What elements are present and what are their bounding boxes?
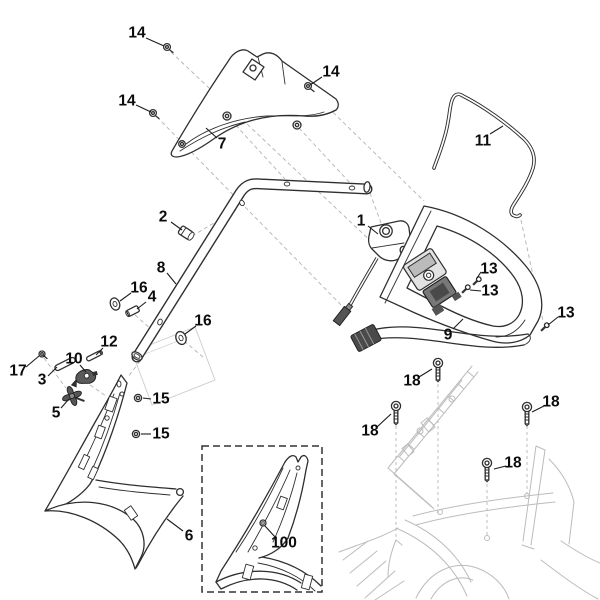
part-15-nut [131, 429, 141, 439]
part-14-screw [148, 108, 160, 120]
part-14-screw [303, 81, 315, 93]
callout-14-b: 14 [118, 93, 152, 113]
callout-label: 4 [148, 289, 157, 306]
callout-label: 18 [542, 394, 560, 411]
callout-label: 5 [52, 405, 61, 422]
callout-label: 16 [130, 280, 148, 297]
part-6-front-cover [44, 374, 185, 570]
callout-label: 9 [444, 327, 453, 344]
callout-100: 100 [264, 525, 297, 552]
callout-label: 17 [9, 363, 26, 380]
part-9-lower-handle [350, 205, 543, 352]
callout-label: 14 [118, 93, 136, 110]
callout-label: 18 [504, 455, 522, 472]
part-18-screw [432, 357, 444, 383]
part-8-handlebar-tube [131, 178, 373, 363]
callout-label: 2 [159, 209, 168, 226]
part-5-star-knob [62, 386, 85, 406]
callout-18-d: 18 [493, 455, 522, 472]
callout-16-a: 16 [119, 280, 148, 302]
part-13-screw [540, 322, 550, 332]
callouts: 14 14 14 7 11 2 1 8 [9, 25, 575, 552]
callout-label: 100 [271, 535, 297, 552]
callout-18-b: 18 [361, 413, 392, 440]
callout-13-b: 13 [469, 283, 499, 300]
callout-8: 8 [157, 260, 177, 285]
callout-label: 15 [152, 426, 170, 443]
part-7-console-cover [170, 49, 339, 158]
callout-10: 10 [65, 351, 87, 373]
callout-5: 5 [52, 398, 70, 422]
callout-3: 3 [38, 366, 58, 389]
part-18-screw [521, 401, 533, 427]
callout-label: 1 [357, 213, 366, 230]
callout-label: 18 [403, 373, 421, 390]
callout-18-a: 18 [403, 368, 433, 390]
callout-16-b: 16 [184, 313, 212, 335]
callout-9: 9 [444, 318, 464, 344]
callout-14-a: 14 [128, 25, 165, 47]
callout-label: 13 [481, 283, 499, 300]
callout-label: 7 [218, 136, 227, 153]
callout-11: 11 [475, 125, 504, 150]
callout-label: 16 [194, 313, 212, 330]
callout-label: 6 [185, 528, 194, 545]
latch-mechanism [402, 248, 462, 316]
callout-17: 17 [9, 355, 40, 380]
callout-label: 8 [157, 260, 166, 277]
callout-13-c: 13 [547, 305, 575, 326]
part-12-pin [85, 349, 104, 362]
callout-18-c: 18 [531, 394, 560, 413]
callout-label: 18 [361, 423, 379, 440]
part-17-screw [38, 350, 48, 360]
part-14-screw [162, 42, 174, 54]
part-15-nut [133, 393, 143, 403]
callout-label: 14 [322, 64, 340, 81]
part-100-cover-boxed [201, 445, 323, 593]
part-11-bail-wire [432, 92, 536, 219]
callout-15-a: 15 [142, 391, 170, 408]
part-2-bushing [177, 225, 195, 241]
callout-14-c: 14 [309, 64, 340, 86]
part-16-washer [175, 330, 187, 346]
part-18-screw [481, 457, 493, 483]
ghost-mower-assembly [338, 365, 600, 600]
callout-2: 2 [159, 209, 183, 231]
callout-label: 3 [38, 372, 47, 389]
part-13-screw [461, 284, 471, 294]
callout-7: 7 [205, 127, 227, 153]
kit-dashed-box [201, 445, 323, 593]
callout-4: 4 [136, 289, 157, 310]
part-4-sleeve [125, 305, 140, 318]
callout-label: 12 [100, 334, 117, 351]
callout-13-a: 13 [476, 261, 498, 279]
part-10-cam-lever [70, 369, 98, 388]
callout-label: 14 [128, 25, 146, 42]
callout-label: 11 [475, 133, 492, 150]
callout-label: 13 [557, 305, 575, 322]
part-18-screw [390, 400, 402, 426]
callout-15-b: 15 [141, 426, 170, 443]
callout-label: 15 [152, 391, 170, 408]
callout-6: 6 [166, 518, 194, 545]
callout-12: 12 [95, 334, 118, 356]
cable-connector [332, 302, 354, 327]
callout-label: 10 [65, 351, 82, 368]
handle-end-grip [350, 324, 382, 352]
callout-label: 13 [480, 261, 498, 278]
part-16-washer [109, 297, 121, 311]
callout-1: 1 [357, 213, 379, 235]
